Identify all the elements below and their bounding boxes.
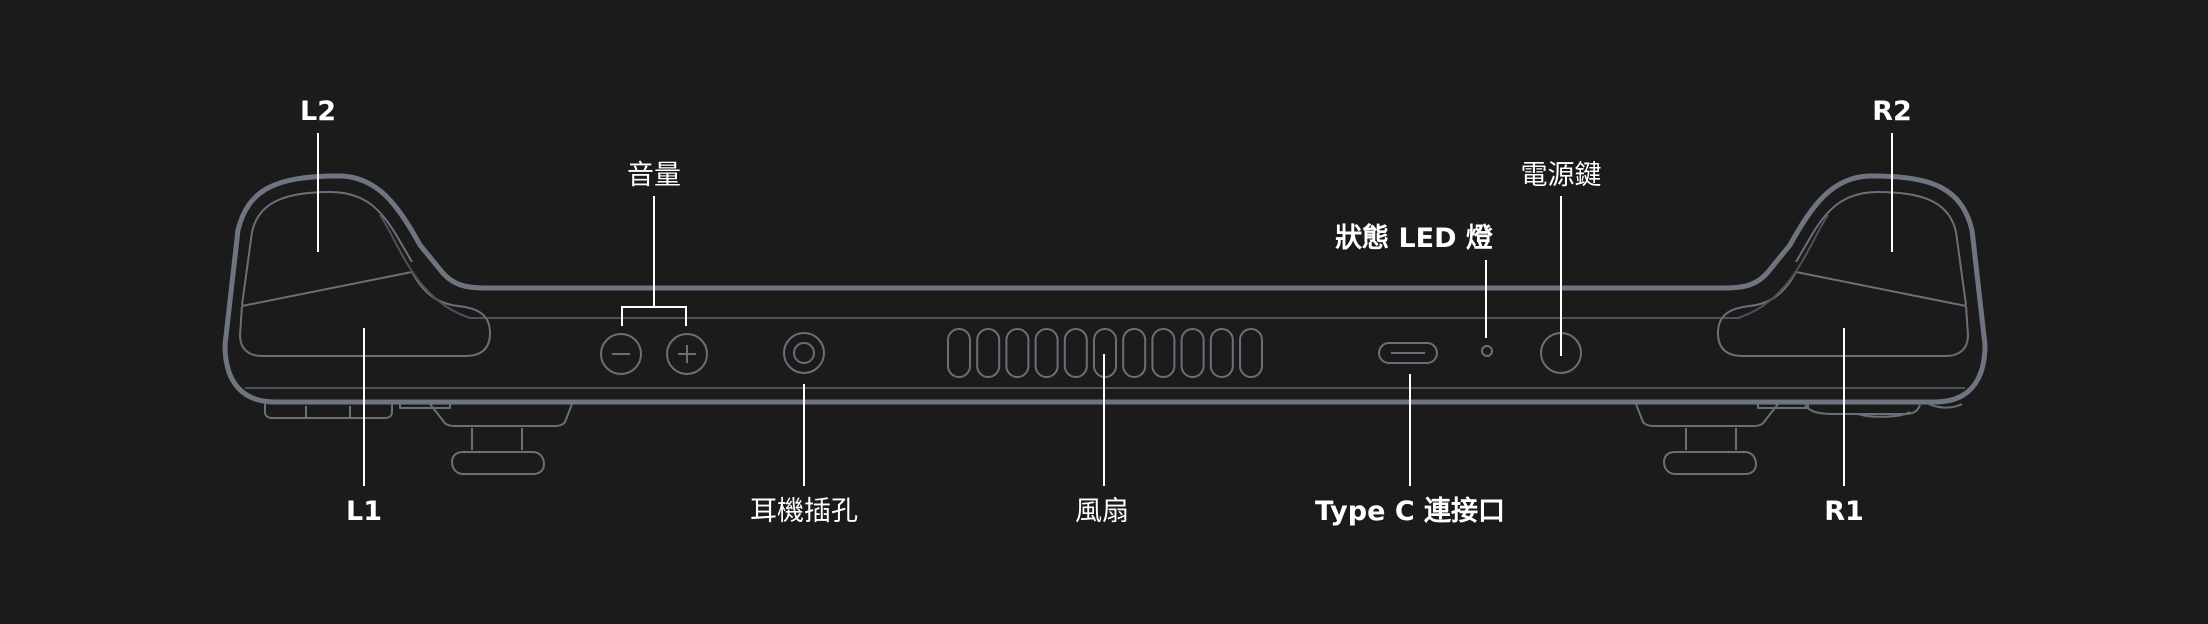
fan-vent-slot — [1122, 328, 1147, 378]
l1-bumper — [239, 271, 491, 357]
l2-trigger-contour — [241, 191, 413, 306]
headphone-jack[interactable] — [783, 332, 825, 374]
fan-vent-slot — [976, 328, 1001, 378]
volume-label: 音量 — [627, 160, 681, 191]
volume-up-button[interactable] — [666, 333, 708, 375]
volume-down-button[interactable] — [600, 333, 642, 375]
status-led-label: 狀態 LED 燈 — [1335, 223, 1493, 254]
l1-label: L1 — [346, 496, 382, 527]
fan-vent-slot — [1034, 328, 1059, 378]
right-underside-details — [1635, 401, 1963, 475]
left-underside-details — [264, 403, 573, 475]
r2-trigger-contour — [1795, 191, 1967, 306]
status-led — [1481, 345, 1493, 357]
leader-lines — [317, 133, 1893, 486]
fan-label: 風扇 — [1075, 496, 1129, 527]
l2-l1-divider — [241, 271, 413, 307]
fan-vent-slot — [1151, 328, 1176, 378]
fan-vent-slot — [1239, 328, 1263, 378]
type-c-label: Type C 連接口 — [1314, 496, 1506, 527]
fan-vent-slot — [947, 328, 971, 378]
r2-shadow — [1737, 214, 1829, 319]
fan-vent-slot — [1209, 328, 1234, 378]
r2-r1-divider — [1795, 271, 1967, 307]
l2-shadow — [379, 214, 471, 319]
r1-bumper — [1717, 271, 1969, 357]
device-body-outline — [222, 173, 1988, 405]
fan-vents — [947, 328, 1263, 378]
r1-label: R1 — [1824, 496, 1864, 527]
l2-label: L2 — [300, 96, 336, 127]
type-c-port[interactable] — [1378, 342, 1438, 364]
fan-vent-slot — [1063, 328, 1088, 378]
fan-vent-slot — [1180, 328, 1205, 378]
fan-vent-slot — [1005, 328, 1030, 378]
power-button-label: 電源鍵 — [1520, 160, 1602, 191]
volume-bracket — [621, 306, 687, 326]
headphone-jack-label: 耳機插孔 — [750, 496, 858, 527]
r2-label: R2 — [1872, 96, 1912, 127]
